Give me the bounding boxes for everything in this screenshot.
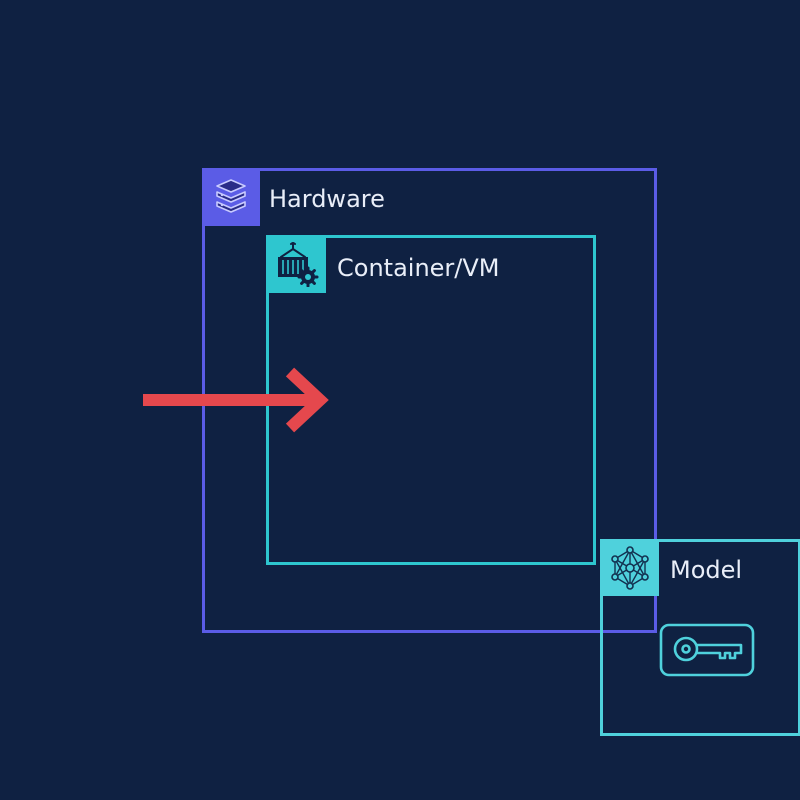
red-arrow-icon — [140, 364, 336, 440]
container-vm-label: Container/VM — [337, 254, 500, 282]
server-stack-icon — [202, 168, 260, 226]
shipping-container-gear-icon — [266, 235, 326, 293]
model-layer: Model — [600, 539, 800, 736]
container-vm-layer: Container/VM — [266, 235, 800, 736]
neural-network-icon — [600, 539, 659, 596]
model-label: Model — [670, 556, 743, 584]
key-icon — [659, 623, 755, 683]
hardware-label: Hardware — [269, 185, 385, 213]
